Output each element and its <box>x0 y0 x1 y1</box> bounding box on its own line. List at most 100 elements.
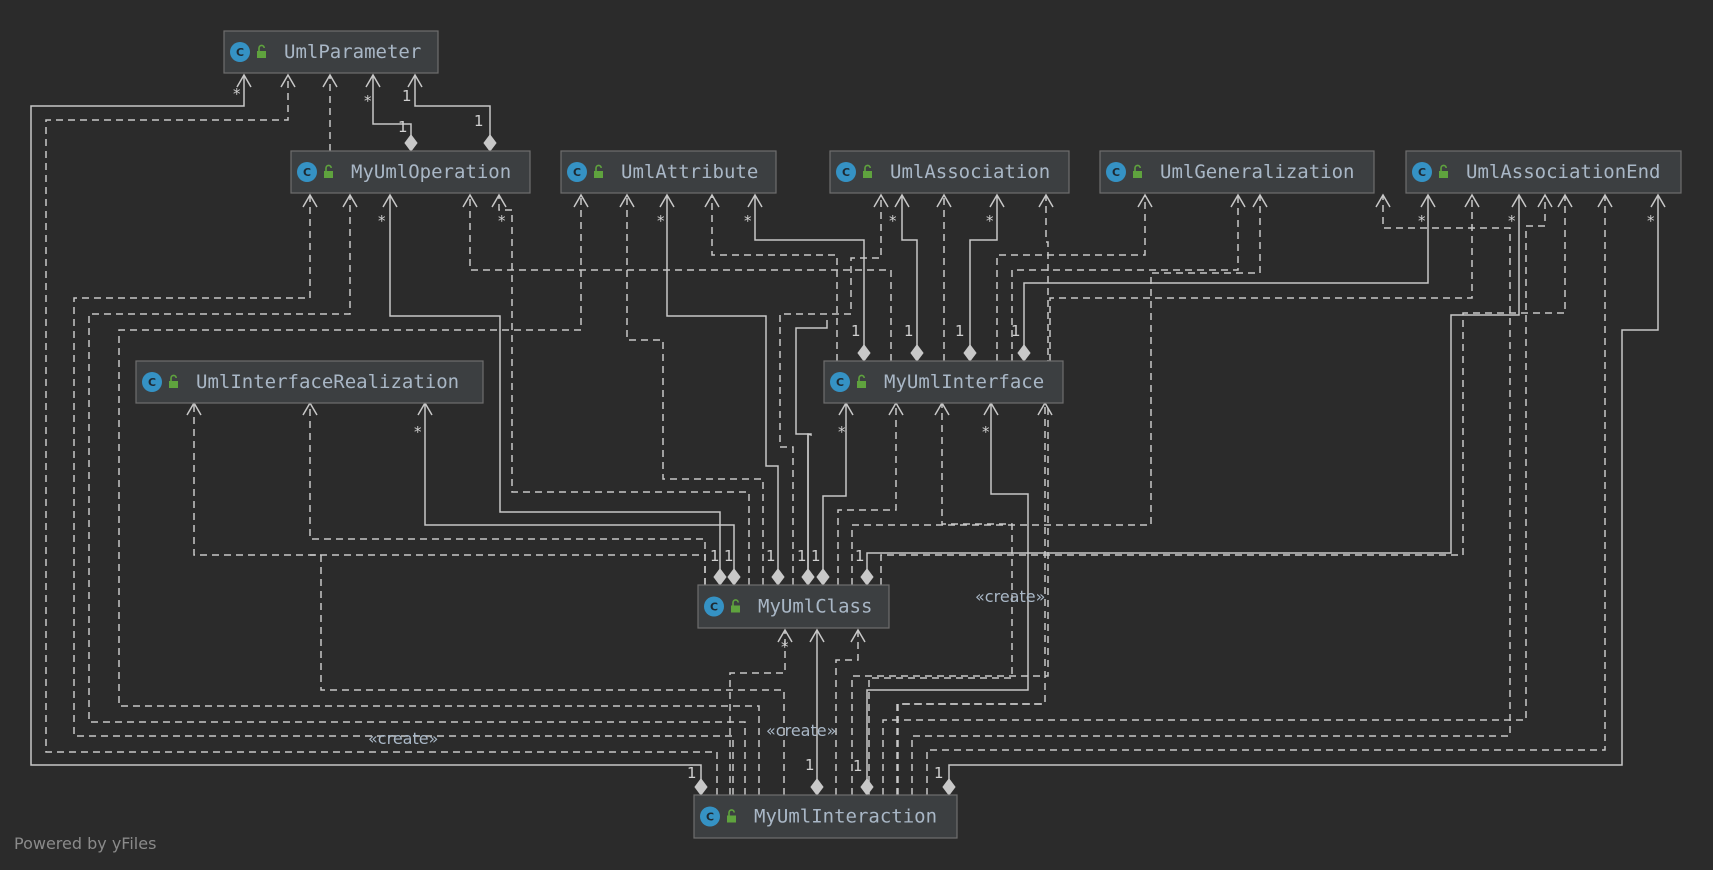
dependency-edge-10[interactable] <box>704 193 838 361</box>
association-edge-40[interactable] <box>942 193 1666 796</box>
dependency-edge-24[interactable] <box>491 193 750 585</box>
edge-line <box>926 195 1606 795</box>
dependency-edge-42[interactable] <box>926 193 1613 795</box>
class-icon-letter: C <box>148 376 156 389</box>
multiplicity-label: * <box>233 85 241 103</box>
powered-by-footer: Powered by yFiles <box>14 834 157 853</box>
association-edge-0[interactable] <box>365 73 418 152</box>
association-edge-16[interactable] <box>417 401 741 586</box>
dependency-edge-44[interactable] <box>896 703 1045 795</box>
association-edge-19[interactable] <box>795 320 828 586</box>
open-arrow-head <box>1230 193 1246 208</box>
composition-diamond <box>810 778 824 796</box>
multiplicity-label: * <box>781 638 789 656</box>
class-name-uml-association-end: UmlAssociationEnd <box>1466 161 1660 183</box>
composition-diamond <box>860 568 874 586</box>
dependency-edge-29[interactable] <box>880 193 1573 585</box>
class-name-uml-interface-realization: UmlInterfaceRealization <box>196 371 459 393</box>
edge-line <box>118 195 760 795</box>
dependency-edge-41[interactable] <box>911 193 1511 795</box>
dependency-edge-4[interactable] <box>45 73 718 795</box>
dependency-edge-26[interactable] <box>779 193 889 585</box>
dependency-edge-31[interactable] <box>729 628 793 795</box>
open-arrow-head <box>1252 193 1268 208</box>
class-icon-letter: C <box>573 166 581 179</box>
dependency-edge-12[interactable] <box>1049 193 1480 361</box>
dependency-edge-38[interactable] <box>310 554 785 795</box>
dependency-edge-27[interactable] <box>837 401 904 585</box>
multiplicity-label: * <box>838 423 846 441</box>
association-edge-20[interactable] <box>816 401 854 586</box>
class-icon: C <box>230 42 250 62</box>
edge-line <box>309 403 706 585</box>
class-icon: C <box>704 596 724 617</box>
open-arrow-head <box>1137 193 1153 208</box>
multiplicity-label: 1 <box>766 547 776 565</box>
class-name-uml-generalization: UmlGeneralization <box>1160 161 1354 183</box>
class-name-my-uml-class: MyUmlClass <box>758 596 872 618</box>
dependency-edge-37[interactable] <box>88 193 746 795</box>
dependency-edge-13[interactable] <box>936 193 952 361</box>
class-icon: C <box>567 162 587 182</box>
association-edge-7[interactable] <box>963 193 1005 362</box>
dependency-edge-14[interactable] <box>1011 193 1246 361</box>
open-arrow-head <box>936 193 952 208</box>
association-edge-1[interactable] <box>407 73 497 152</box>
dependency-edge-22[interactable] <box>302 401 706 585</box>
open-arrow-head <box>1038 193 1054 208</box>
open-arrow-head <box>704 193 720 208</box>
multiplicity-label: 1 <box>955 322 965 340</box>
dependency-edge-45[interactable] <box>851 193 1054 795</box>
association-edge-15[interactable] <box>382 193 727 586</box>
dependency-edge-25[interactable] <box>619 193 764 585</box>
open-arrow-head <box>894 193 910 208</box>
dependency-edge-11[interactable] <box>996 193 1153 361</box>
open-arrow-head <box>302 193 318 208</box>
association-edge-21[interactable] <box>860 193 1527 586</box>
association-edge-5[interactable] <box>747 193 871 362</box>
class-box <box>135 360 484 404</box>
edge-line <box>969 195 998 361</box>
class-icon: C <box>836 162 856 182</box>
multiplicity-label: * <box>1508 212 1516 230</box>
dependency-edge-36[interactable] <box>73 193 734 795</box>
association-edge-30[interactable] <box>809 628 825 796</box>
edge-line <box>469 195 892 361</box>
composition-diamond <box>483 134 497 152</box>
edge-line <box>424 403 735 585</box>
open-arrow-head <box>777 628 793 643</box>
dependency-edge-39[interactable] <box>118 193 760 795</box>
dependency-edge-23[interactable] <box>186 401 706 585</box>
dependency-edge-2[interactable] <box>322 73 338 151</box>
edge-line <box>868 403 1013 795</box>
edge-line <box>310 554 785 795</box>
open-arrow-head <box>236 73 252 88</box>
edge-line <box>996 195 1146 361</box>
create-stereotype-label: «create» <box>975 587 1045 606</box>
dependency-edge-28[interactable] <box>851 193 1268 585</box>
open-arrow-head <box>659 193 675 208</box>
class-icon: C <box>700 806 720 827</box>
association-edge-6[interactable] <box>894 193 924 362</box>
dependency-edge-43[interactable] <box>882 193 1553 795</box>
composition-diamond <box>910 344 924 362</box>
class-node-uml-interface-realization[interactable]: C UmlInterfaceRealization <box>135 360 484 404</box>
composition-diamond <box>801 568 815 586</box>
dependency-edge-32[interactable] <box>835 628 866 795</box>
association-edge-3[interactable] <box>30 73 708 796</box>
association-edge-17[interactable] <box>659 193 785 586</box>
composition-diamond <box>860 778 874 796</box>
class-node-my-uml-class[interactable]: C MyUmlClass <box>697 584 890 629</box>
association-edge-8[interactable] <box>1017 193 1436 362</box>
dependency-edge-9[interactable] <box>462 193 892 361</box>
edge-line <box>822 403 847 585</box>
